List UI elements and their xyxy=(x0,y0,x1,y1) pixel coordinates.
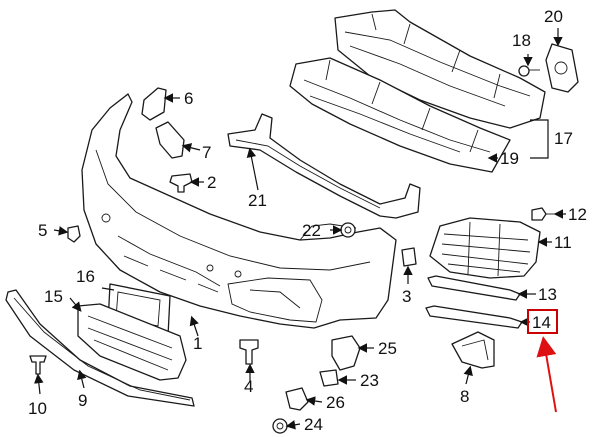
push-fastener xyxy=(29,355,47,375)
callout-24: 24 xyxy=(304,415,323,434)
bolt xyxy=(518,65,540,77)
callout-17: 17 xyxy=(554,129,573,148)
impact-absorber-lower xyxy=(289,57,511,173)
rivet xyxy=(67,225,81,243)
fog-light-cover xyxy=(451,331,495,369)
callout-13: 13 xyxy=(538,285,557,304)
trim-strip-lower xyxy=(425,305,523,329)
lower-grille xyxy=(77,303,187,381)
leader-lines xyxy=(34,28,566,430)
callout-1: 1 xyxy=(193,334,202,353)
side-grille xyxy=(429,217,541,279)
highlight-arrow xyxy=(536,336,557,413)
callout-4: 4 xyxy=(244,377,253,396)
hex-bolt xyxy=(531,207,556,221)
trim-strip-upper xyxy=(427,275,521,301)
callout-18: 18 xyxy=(512,31,531,50)
callout-5: 5 xyxy=(38,221,47,240)
washer xyxy=(272,418,288,434)
highlight-box xyxy=(527,309,558,334)
callout-20: 20 xyxy=(544,7,563,26)
sensor-bracket xyxy=(285,387,309,411)
side-bracket xyxy=(155,121,185,159)
callout-14: 14 xyxy=(532,313,551,332)
callout-23: 23 xyxy=(360,371,379,390)
callout-16: 16 xyxy=(76,267,95,286)
callout-7: 7 xyxy=(202,143,211,162)
callout-12: 12 xyxy=(568,205,587,224)
callout-19: 19 xyxy=(500,149,519,168)
callout-22: 22 xyxy=(302,221,321,240)
callout-15: 15 xyxy=(44,287,63,306)
reinforcement-bar xyxy=(227,113,421,219)
callout-3: 3 xyxy=(402,287,411,306)
callout-26: 26 xyxy=(326,393,345,412)
support-bracket xyxy=(331,335,361,371)
callout-2: 2 xyxy=(207,173,216,192)
screw xyxy=(169,173,193,193)
callout-25: 25 xyxy=(378,339,397,358)
callout-6: 6 xyxy=(184,89,193,108)
pin-fastener xyxy=(239,339,259,365)
callout-10: 10 xyxy=(28,399,47,418)
spring-clip xyxy=(319,369,339,387)
callout-8: 8 xyxy=(460,387,469,406)
clip-upper xyxy=(141,87,167,121)
callout-11: 11 xyxy=(554,233,572,252)
nut-clip xyxy=(340,222,356,238)
mounting-plate xyxy=(545,43,579,93)
callout-21: 21 xyxy=(248,191,267,210)
callout-numbers: 1 2 3 4 5 6 7 8 9 10 11 12 13 14 15 16 1… xyxy=(28,7,587,434)
lower-spoiler xyxy=(5,289,195,407)
bumper-cover xyxy=(81,93,397,329)
callout-9: 9 xyxy=(78,391,87,410)
small-bracket xyxy=(401,247,417,267)
